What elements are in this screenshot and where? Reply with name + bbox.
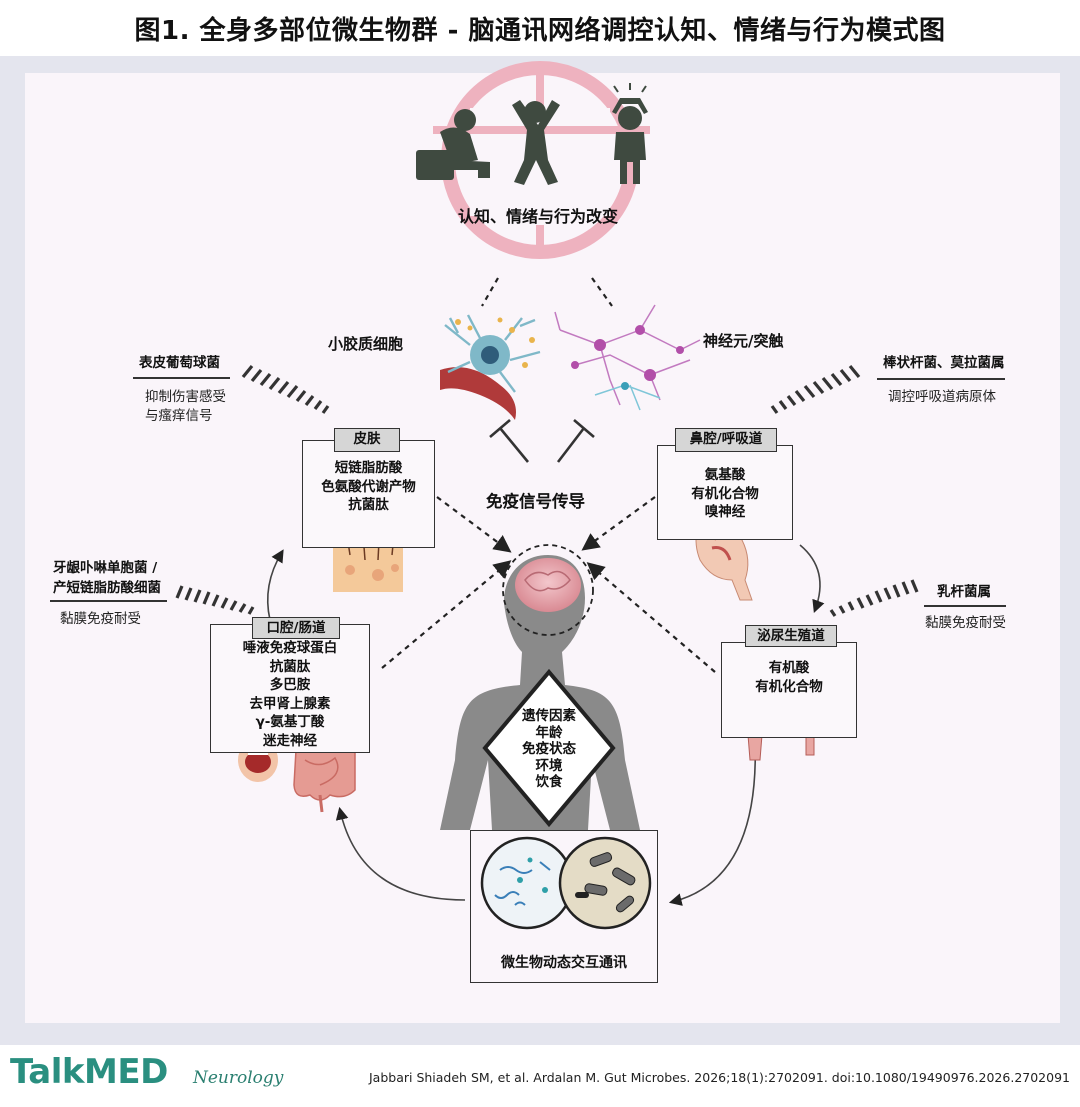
oral-item: 去甲肾上腺素 bbox=[249, 695, 331, 712]
talkmed-logo: TalkMED bbox=[10, 1052, 168, 1092]
skin-item: 短链脂肪酸 bbox=[334, 460, 403, 476]
nasal-box: 氨基酸 有机化合物 嗅神经 bbox=[657, 445, 793, 540]
dashed-signal-arrows bbox=[381, 496, 716, 673]
urogenital-effect: 黏膜免疫耐受 bbox=[925, 615, 1006, 631]
urogenital-header: 泌尿生殖道 bbox=[745, 625, 837, 647]
host-factor: 免疫状态 bbox=[522, 741, 576, 757]
top-label: 认知、情绪与行为改变 bbox=[458, 207, 619, 226]
nasal-bacteria-name: 棒状杆菌、莫拉菌属 bbox=[883, 355, 1005, 371]
divider bbox=[924, 605, 1006, 607]
oral-bacteria-line: 牙龈卟啉单胞菌 / bbox=[53, 560, 158, 576]
citation: Jabbari Shiadeh SM, et al. Ardalan M. Gu… bbox=[368, 1070, 1070, 1085]
nasal-header: 鼻腔/呼吸道 bbox=[675, 428, 777, 452]
excited-person-icon bbox=[512, 100, 560, 185]
intestine-illustration bbox=[293, 744, 356, 813]
curved-flow-arrows bbox=[266, 544, 825, 906]
skin-box: 短链脂肪酸 色氨酸代谢产物 抗菌肽 bbox=[302, 440, 435, 548]
oral-item: γ-氨基丁酸 bbox=[255, 714, 325, 730]
divider bbox=[50, 600, 167, 602]
footer bbox=[0, 1045, 1080, 1107]
oral-items: 唾液免疫球蛋白 抗菌肽 多巴胺 去甲肾上腺素 γ-氨基丁酸 迷走神经 bbox=[211, 639, 369, 750]
oral-gut-box: 唾液免疫球蛋白 抗菌肽 多巴胺 去甲肾上腺素 γ-氨基丁酸 迷走神经 bbox=[210, 624, 370, 753]
nasal-item: 氨基酸 bbox=[704, 467, 746, 483]
skin-effect: 抑制伤害感受 bbox=[145, 389, 226, 405]
skin-bacteria-name: 表皮葡萄球菌 bbox=[139, 355, 220, 371]
skin-bacteria-effects: 抑制伤害感受 与瘙痒信号 bbox=[145, 388, 226, 426]
stripe-pointer-oral bbox=[175, 585, 255, 615]
skin-item: 抗菌肽 bbox=[348, 497, 389, 513]
divider bbox=[877, 378, 1005, 380]
stripe-pointer-skin bbox=[241, 364, 330, 414]
skin-header: 皮肤 bbox=[334, 428, 400, 452]
oral-item: 多巴胺 bbox=[269, 677, 311, 693]
host-factor: 环境 bbox=[535, 757, 563, 774]
divider bbox=[133, 377, 230, 379]
section-label: Neurology bbox=[193, 1068, 284, 1088]
dashed-connector bbox=[481, 277, 499, 307]
host-factor: 遗传因素 bbox=[522, 708, 576, 724]
oral-item: 抗菌肽 bbox=[269, 658, 311, 675]
skin-items: 短链脂肪酸 色氨酸代谢产物 抗菌肽 bbox=[303, 459, 434, 515]
skin-effect: 与瘙痒信号 bbox=[145, 408, 213, 424]
nasal-item: 嗅神经 bbox=[704, 504, 746, 520]
urogenital-bacteria-effects: 黏膜免疫耐受 bbox=[925, 614, 1006, 633]
urogenital-item: 有机化合物 bbox=[755, 678, 823, 695]
microbe-box bbox=[470, 830, 658, 983]
nasal-effect: 调控呼吸道病原体 bbox=[888, 389, 996, 405]
microglia-label: 小胶质细胞 bbox=[328, 335, 404, 353]
stripe-pointer-urogenital bbox=[829, 579, 919, 617]
dashed-connector bbox=[591, 277, 613, 307]
oral-bacteria-name: 牙龈卟啉单胞菌 / 产短链脂肪酸细菌 bbox=[53, 558, 161, 598]
oral-bacteria-line: 产短链脂肪酸细菌 bbox=[53, 580, 161, 596]
urogenital-box: 有机酸 有机化合物 bbox=[721, 642, 857, 738]
host-factor-diamond bbox=[482, 668, 616, 828]
anxious-person-icon bbox=[612, 83, 648, 184]
urogenital-items: 有机酸 有机化合物 bbox=[722, 659, 856, 696]
urogenital-bacteria-name: 乳杆菌属 bbox=[937, 584, 991, 600]
neuron-label: 神经元/突触 bbox=[703, 332, 784, 350]
oral-item: 唾液免疫球蛋白 bbox=[242, 640, 338, 656]
oral-gut-header: 口腔/肠道 bbox=[252, 617, 340, 639]
microglia-illustration bbox=[440, 314, 541, 420]
title-bar: 图1. 全身多部位微生物群 - 脑通讯网络调控认知、情绪与行为模式图 bbox=[0, 0, 1080, 56]
sad-person-icon bbox=[416, 109, 490, 180]
inhibition-arrows bbox=[489, 419, 595, 463]
neuron-illustration bbox=[554, 304, 701, 411]
nasal-items: 氨基酸 有机化合物 嗅神经 bbox=[658, 466, 792, 522]
nasal-bacteria-effects: 调控呼吸道病原体 bbox=[888, 388, 996, 407]
microbe-illustration bbox=[480, 836, 652, 930]
urogenital-item: 有机酸 bbox=[768, 660, 810, 676]
oral-bacteria-effects: 黏膜免疫耐受 bbox=[60, 610, 141, 629]
nasal-item: 有机化合物 bbox=[691, 485, 759, 502]
immune-signaling-label: 免疫信号传导 bbox=[486, 492, 585, 511]
host-factors-list: 遗传因素 年龄 免疫状态 环境 饮食 bbox=[509, 708, 589, 791]
skin-item: 色氨酸代谢产物 bbox=[321, 478, 416, 495]
oral-effect: 黏膜免疫耐受 bbox=[60, 611, 141, 627]
host-factor: 饮食 bbox=[535, 774, 563, 790]
oral-item: 迷走神经 bbox=[263, 732, 317, 749]
microbe-label: 微生物动态交互通讯 bbox=[501, 955, 627, 971]
figure-title: 图1. 全身多部位微生物群 - 脑通讯网络调控认知、情绪与行为模式图 bbox=[134, 15, 946, 46]
host-factor: 年龄 bbox=[535, 724, 563, 741]
stripe-pointer-nasal bbox=[770, 364, 861, 414]
